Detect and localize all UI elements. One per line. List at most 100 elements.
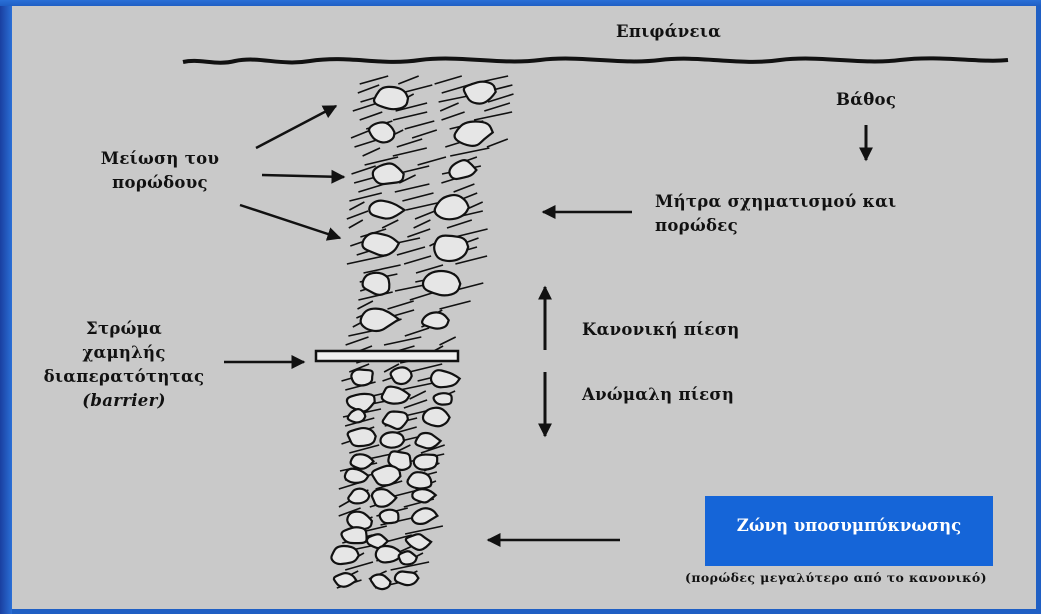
depth-label: Βάθος (836, 88, 896, 112)
pore-grain (348, 409, 366, 422)
sediment-dash (346, 337, 369, 345)
sediment-dash (384, 337, 421, 345)
pore-grain (395, 572, 419, 586)
barrier-line-3: διαπερατότητας (34, 365, 214, 389)
matrix-line-2: πορώδες (655, 214, 896, 238)
sediment-dash (395, 184, 430, 192)
sediment-dash (484, 103, 510, 111)
sediment-dash (393, 148, 427, 156)
porosity-arrow-middle (262, 175, 344, 177)
sediment-dash (393, 112, 427, 120)
pore-grain (423, 271, 460, 295)
sediment-dash (454, 184, 475, 192)
pore-grain (345, 469, 369, 483)
pore-grain (351, 369, 372, 385)
sediment-dash (347, 256, 384, 264)
porosity-reduction-line-2: πορώδους (70, 171, 250, 195)
pore-grain (369, 201, 404, 219)
pore-grain (431, 370, 460, 387)
sediment-dash (447, 220, 472, 228)
formation-column (331, 76, 513, 589)
pore-grain (434, 236, 468, 261)
porosity-arrow-lower (240, 205, 340, 238)
pore-grain (341, 527, 366, 543)
sediment-dash (442, 112, 465, 120)
surface-label: Επιφάνεια (616, 20, 721, 44)
sediment-dash (388, 301, 414, 309)
pore-grain (374, 87, 408, 109)
sediment-dash (455, 229, 488, 237)
sediment-dash (360, 76, 389, 84)
sediment-dash (402, 193, 433, 201)
pore-grain (415, 433, 440, 448)
sediment-dash (405, 328, 429, 336)
pore-grain (371, 574, 391, 589)
pore-grain (361, 309, 399, 331)
pore-grain (369, 122, 394, 142)
sediment-dash (487, 139, 508, 147)
pore-grain (331, 546, 358, 564)
abnormal-pressure-label: Ανώμαλη πίεση (582, 383, 734, 407)
sediment-dash (349, 220, 363, 228)
sediment-dash (364, 265, 401, 273)
sediment-dash (450, 148, 489, 156)
pore-grain (412, 508, 437, 524)
sediment-dash (398, 76, 418, 84)
sediment-dash (415, 211, 435, 219)
sediment-dash (353, 103, 378, 111)
porosity-arrow-upper (256, 106, 336, 148)
normal-pressure-label: Κανονική πίεση (582, 318, 740, 342)
barrier-term: (barrier) (34, 389, 214, 413)
surface-line (183, 58, 1008, 62)
barrier-label: Στρώμα χαμηλής διαπερατότητας (barrier) (34, 317, 214, 413)
sediment-dash (358, 301, 373, 309)
sediment-dash (440, 301, 471, 309)
sediment-dash (360, 112, 383, 120)
pore-grain (348, 428, 376, 446)
porosity-reduction-line-1: Μείωση του (70, 147, 250, 171)
pore-grain (408, 472, 432, 488)
pore-grain (380, 432, 404, 447)
sediment-dash (347, 211, 368, 219)
pore-grain (435, 195, 469, 219)
pore-grain (423, 408, 450, 426)
sediment-dash (414, 220, 431, 228)
pore-grain (412, 489, 435, 502)
sediment-dash (412, 130, 437, 138)
sediment-dash (440, 103, 458, 111)
pore-grain (449, 160, 476, 179)
sediment-dash (358, 85, 379, 93)
undercompaction-zone-box: Ζώνη υποσυμπύκνωσης (705, 496, 993, 566)
sediment-dash (474, 112, 512, 120)
pore-grain (399, 551, 417, 564)
pore-grain (372, 489, 396, 507)
sediment-dash (404, 256, 431, 264)
sediment-dash (382, 220, 398, 228)
sediment-dash (418, 157, 446, 165)
sediment-dash (404, 400, 427, 408)
sediment-dash (410, 391, 426, 399)
pore-grain (348, 489, 369, 504)
sediment-dash (405, 526, 443, 534)
sediment-dash (407, 229, 430, 237)
pore-grain (434, 393, 452, 404)
sediment-dash (351, 130, 371, 138)
zone-caption: (πορώδες μεγαλύτερο από το κανονικό) (636, 570, 1036, 585)
pore-grain (414, 455, 437, 470)
barrier-line-1: Στρώμα (34, 317, 214, 341)
porosity-reduction-label: Μείωση του πορώδους (70, 147, 250, 195)
sediment-dash (397, 139, 422, 147)
sediment-dash (349, 202, 364, 210)
sediment-dash (349, 193, 381, 201)
sediment-dash (435, 76, 462, 84)
sediment-dash (405, 121, 435, 129)
barrier-line-2: χαμηλής (34, 341, 214, 365)
pore-grain (334, 573, 357, 587)
barrier-layer (316, 351, 458, 361)
pore-grain (373, 163, 404, 184)
sediment-dash (363, 148, 380, 156)
sediment-dash (440, 337, 456, 345)
sediment-dash (397, 247, 425, 255)
pore-grain (351, 454, 374, 468)
pore-grain (455, 121, 493, 145)
